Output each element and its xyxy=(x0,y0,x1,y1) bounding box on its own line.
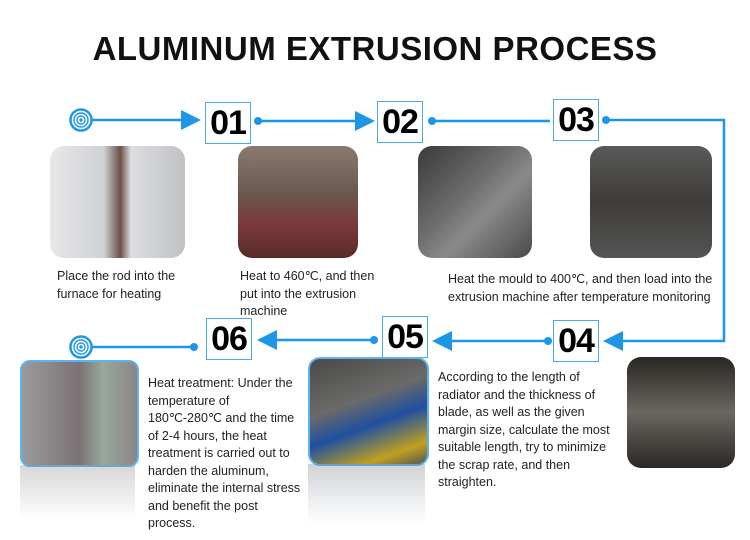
step-number-06: 06 xyxy=(206,318,252,360)
dot xyxy=(602,116,610,124)
photo-reflection xyxy=(308,464,425,524)
dot xyxy=(544,337,552,345)
page-title: ALUMINUM EXTRUSION PROCESS xyxy=(92,30,658,67)
step-01-description: Place the rod into the furnace for heati… xyxy=(57,269,176,301)
step-number-03: 03 xyxy=(553,99,599,141)
dot xyxy=(190,343,198,351)
step-number-05: 05 xyxy=(382,316,428,358)
dot xyxy=(254,117,262,125)
dot xyxy=(428,117,436,125)
photo-moulds xyxy=(418,146,532,258)
concentric-target-icon xyxy=(69,108,93,132)
step-02-description: Heat to 460℃, and then put into the extr… xyxy=(240,269,375,318)
photo-extrusion-machine xyxy=(238,146,358,258)
step-number-04: 04 xyxy=(553,320,599,362)
concentric-target-icon xyxy=(69,335,93,359)
photo-mould-oven xyxy=(590,146,712,258)
photo-reflection xyxy=(20,465,135,520)
arrow-03-04 xyxy=(603,118,726,351)
step-05-description: According to the length of radiator and … xyxy=(438,370,610,489)
photo-straightening xyxy=(627,357,735,468)
photo-aluminum-rods xyxy=(50,146,185,258)
photo-heat-treatment-oven xyxy=(20,360,139,467)
photo-cutting-saw xyxy=(308,357,429,466)
dot xyxy=(370,336,378,344)
step-number-02: 02 xyxy=(377,101,423,143)
step-06-description: Heat treatment: Under the temperature of… xyxy=(148,376,301,530)
step-number-01: 01 xyxy=(205,102,251,144)
step-03-description: Heat the mould to 400℃, and then load in… xyxy=(448,272,713,304)
